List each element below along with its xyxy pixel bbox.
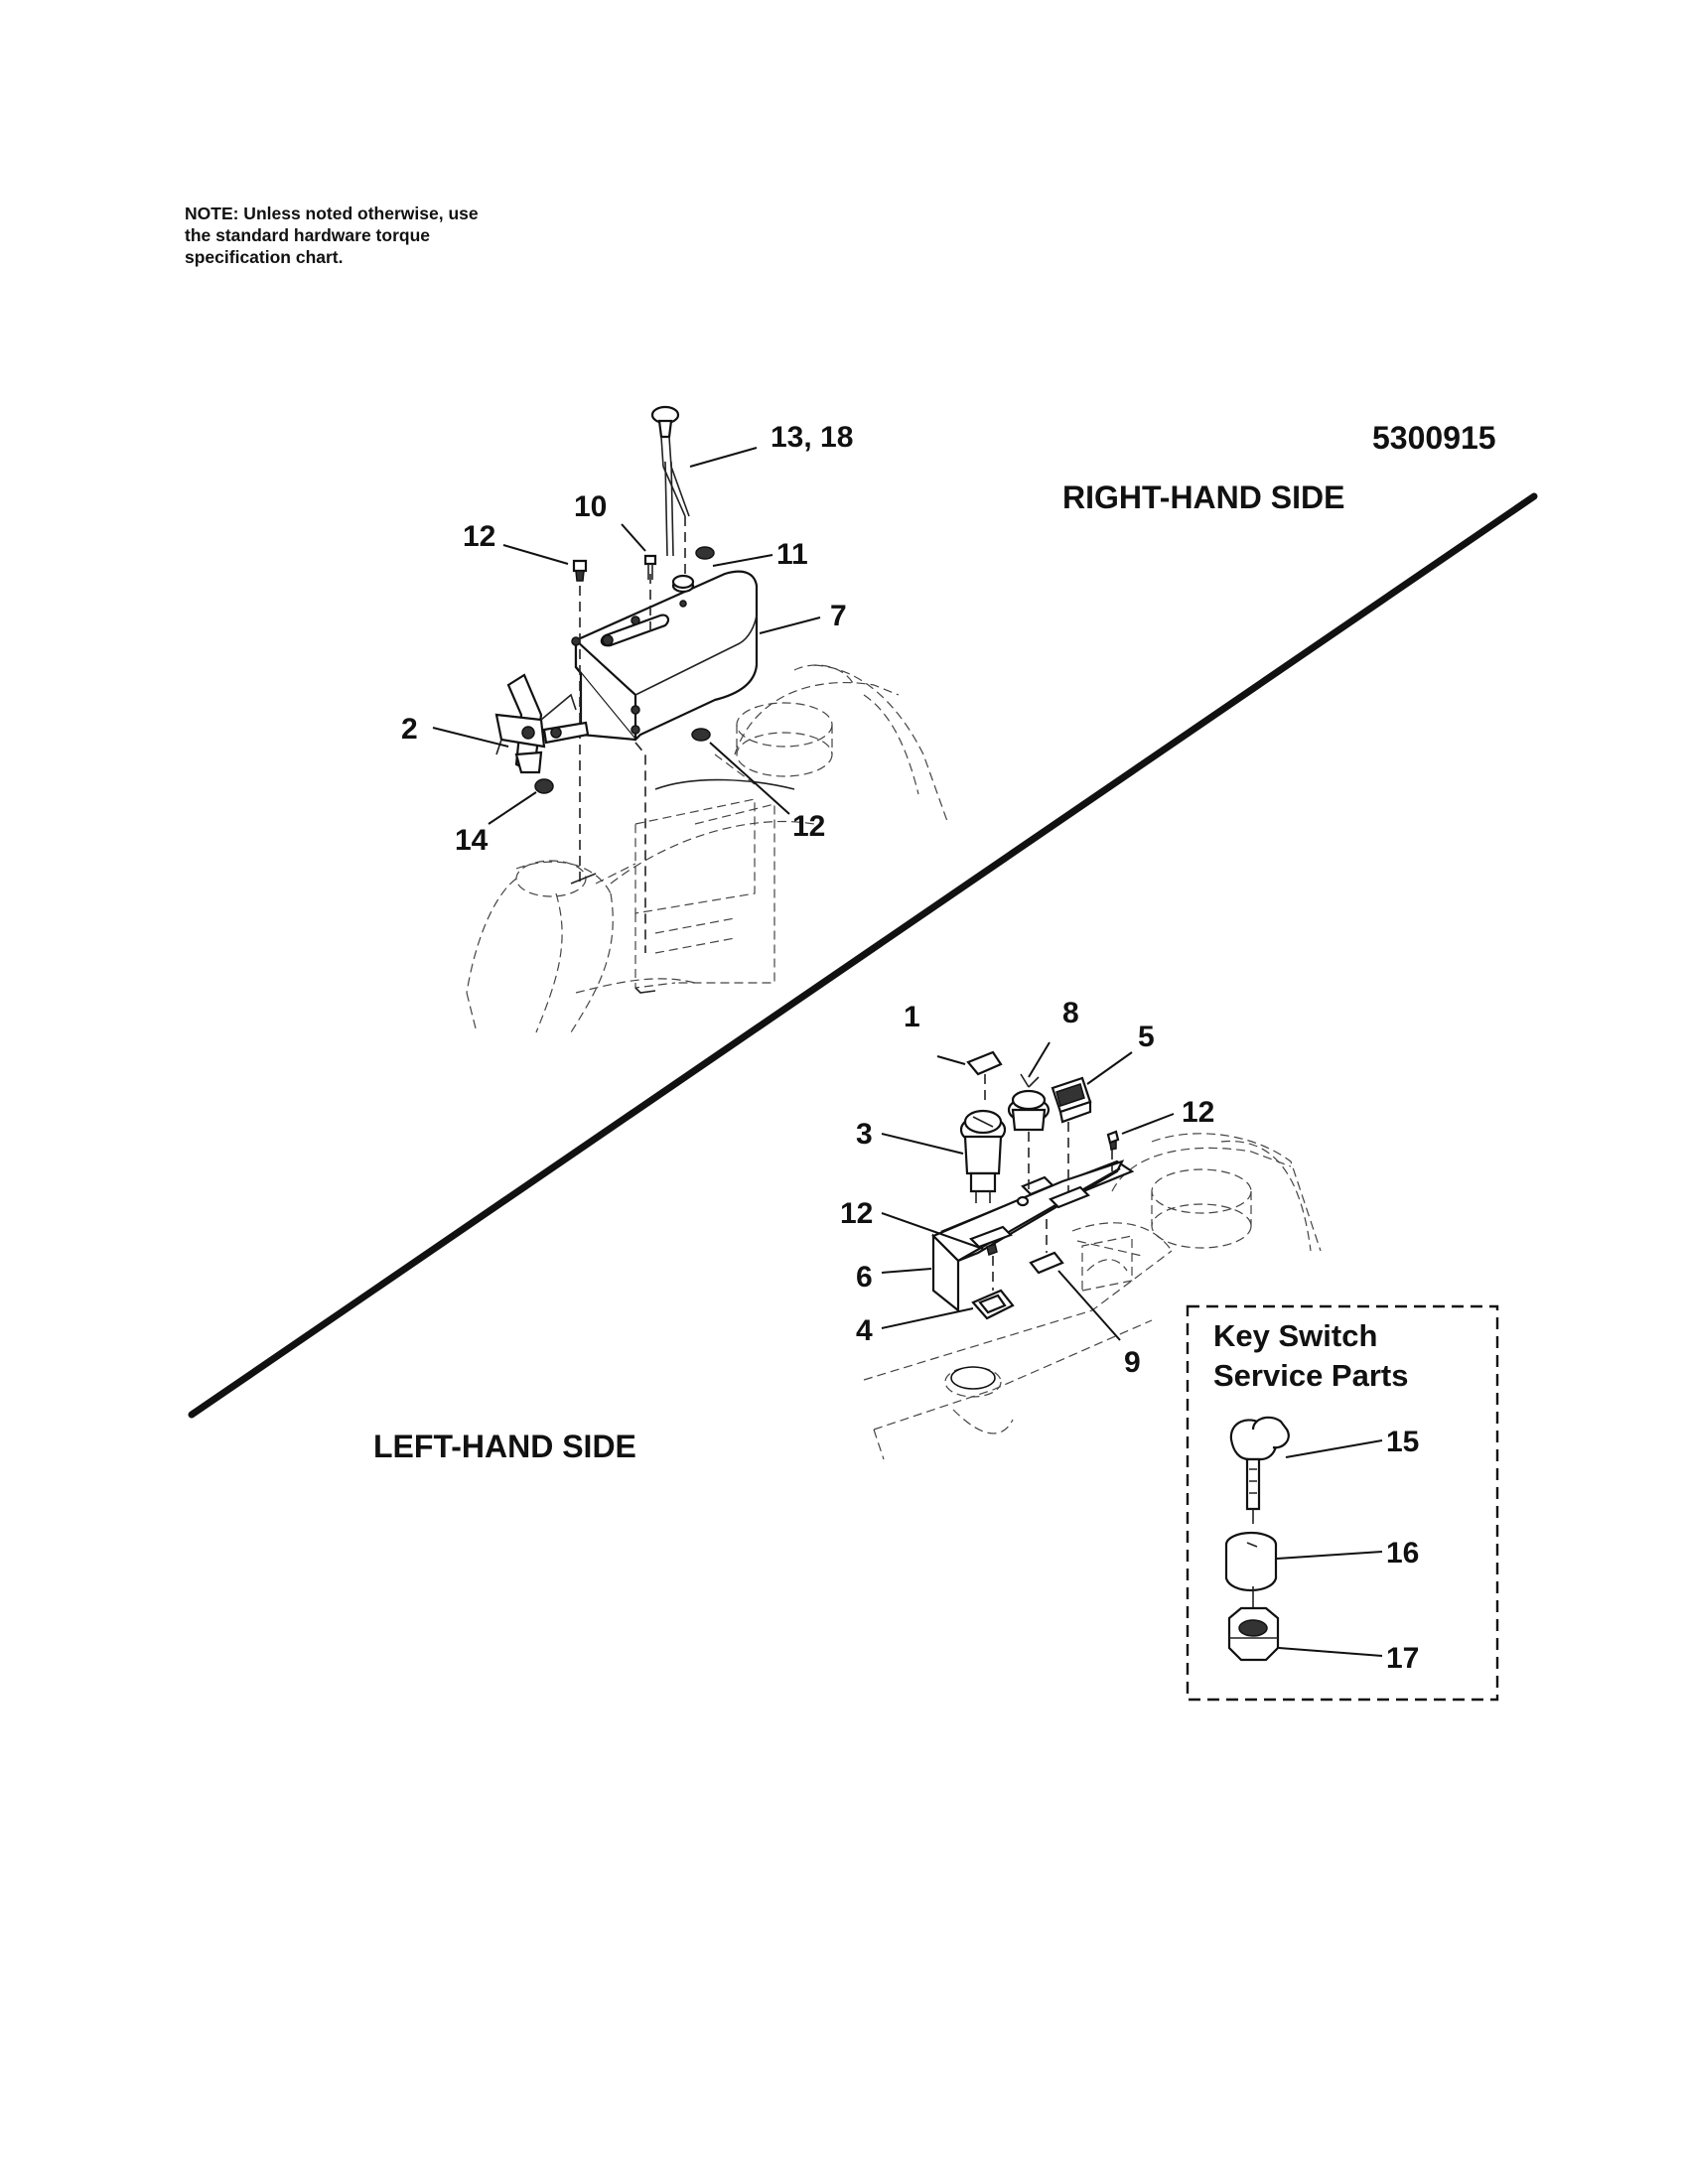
- callout-12-mid: 12: [792, 810, 825, 843]
- key-15: [1229, 1416, 1290, 1524]
- callout-8: 8: [1062, 997, 1079, 1029]
- leader-8: [1028, 1041, 1051, 1078]
- leader-14: [488, 791, 537, 825]
- callout-13-18: 13, 18: [771, 421, 853, 454]
- callout-1: 1: [904, 1001, 920, 1033]
- fasteners-lower: [986, 1130, 1120, 1256]
- tractor-frame-outline-lower: [863, 1133, 1322, 1460]
- fasteners-upper: [534, 546, 715, 794]
- leader-7: [759, 616, 821, 634]
- service-parts-title-line-1: Key Switch: [1213, 1318, 1377, 1353]
- leader-16: [1276, 1551, 1383, 1560]
- leader-10: [621, 523, 646, 552]
- leader-12-lower-left: [881, 1212, 984, 1250]
- leader-1: [936, 1055, 966, 1065]
- callout-15: 15: [1386, 1426, 1419, 1458]
- leader-13-18: [689, 447, 758, 468]
- callout-4: 4: [856, 1314, 873, 1347]
- leader-6: [881, 1268, 932, 1274]
- service-parts-title-line-2: Service Parts: [1213, 1358, 1408, 1393]
- diagonal-divider: [188, 492, 1538, 1419]
- leader-17: [1278, 1647, 1383, 1657]
- leader-12-top: [502, 544, 569, 565]
- right-hand-side-label: RIGHT-HAND SIDE: [1062, 479, 1344, 515]
- leader-2: [432, 727, 509, 748]
- dash-panel-6: [931, 1160, 1135, 1313]
- leader-12-mid: [709, 742, 790, 815]
- note-line-3: specification chart.: [185, 247, 344, 267]
- nut-17: [1227, 1606, 1280, 1662]
- left-hand-side-label: LEFT-HAND SIDE: [373, 1429, 636, 1464]
- bezel-4: [971, 1289, 1015, 1320]
- left-hand-assembly: [863, 1041, 1322, 1460]
- service-parts-border: [1186, 1304, 1499, 1702]
- callout-6: 6: [856, 1261, 873, 1294]
- key-switch-3: [959, 1109, 1007, 1203]
- drawing-number: 5300915: [1372, 420, 1496, 456]
- callout-12-lower-left: 12: [840, 1197, 873, 1230]
- callout-7: 7: [830, 600, 847, 632]
- bracket-7: [571, 570, 759, 742]
- leader-12-lower-right: [1121, 1113, 1175, 1135]
- dust-cap-16: [1224, 1531, 1278, 1591]
- leader-5: [1086, 1051, 1133, 1085]
- leader-11: [712, 554, 773, 567]
- throttle-lever-2: [494, 673, 590, 774]
- callout-5: 5: [1138, 1021, 1155, 1053]
- leader-3: [881, 1133, 964, 1155]
- cap-1: [966, 1050, 1003, 1076]
- torque-note: NOTE: Unless noted otherwise, use the st…: [185, 203, 602, 268]
- note-line-1: NOTE: Unless noted otherwise, use: [185, 204, 479, 223]
- callout-labels: 13, 18 10 12 11 7 2 12 14 1 8 5 12 3 12 …: [401, 421, 1419, 1675]
- callout-11: 11: [776, 538, 808, 571]
- plate-9: [1029, 1251, 1064, 1275]
- key-switch-service-parts-box: Key Switch Service Parts: [1186, 1304, 1499, 1702]
- hardware-path-bracket: [634, 742, 646, 953]
- callout-16: 16: [1386, 1537, 1419, 1570]
- callout-12-top: 12: [463, 520, 495, 553]
- callout-3: 3: [856, 1118, 873, 1151]
- callout-14: 14: [455, 824, 489, 857]
- choke-rod-13-18: [650, 405, 690, 557]
- switch-5: [1051, 1076, 1092, 1124]
- tractor-frame-outline-upper: [466, 664, 949, 1033]
- callout-2: 2: [401, 713, 418, 746]
- callout-17: 17: [1386, 1642, 1419, 1675]
- right-hand-assembly: [432, 405, 949, 1033]
- callout-10: 10: [574, 490, 607, 523]
- leader-4: [881, 1307, 974, 1329]
- switch-8: [1007, 1073, 1051, 1132]
- callout-9: 9: [1124, 1346, 1141, 1379]
- callout-12-lower-right: 12: [1182, 1096, 1214, 1129]
- leader-15: [1285, 1439, 1383, 1458]
- leader-9: [1057, 1270, 1121, 1341]
- note-line-2: the standard hardware torque: [185, 225, 430, 245]
